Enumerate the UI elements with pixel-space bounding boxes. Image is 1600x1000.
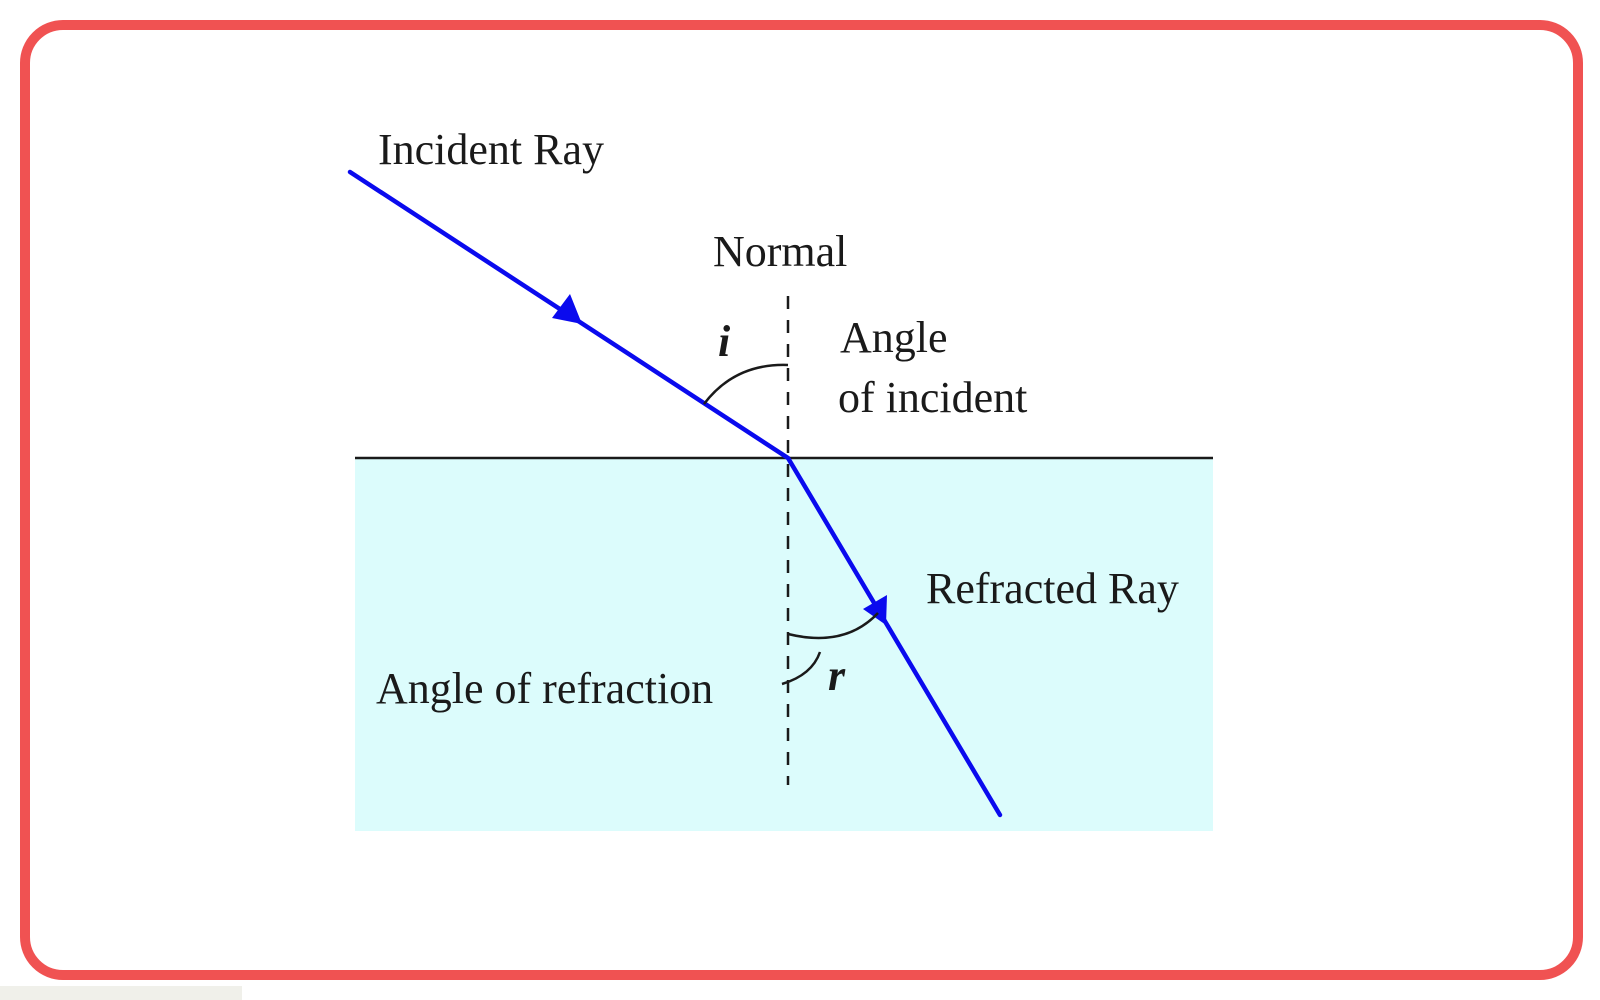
refracted-ray-label: Refracted Ray [926,564,1179,613]
angle-i-symbol: i [718,317,731,366]
refracted-ray [785,455,1003,818]
angle-of-incident-label-line1: Angle [840,313,948,362]
angle-of-incident-label-line2: of incident [838,373,1027,422]
angle-r-symbol: r [828,651,846,700]
corner-strip [0,986,242,1000]
medium-region [355,458,1213,831]
angle-of-incidence-arc [703,363,789,405]
normal-label: Normal [713,227,847,276]
refracted-ray-arrowhead [863,595,887,625]
angle-of-refraction-arc [787,612,879,640]
incident-ray-arrowhead [552,294,582,324]
angle-of-refraction-pointer [781,651,822,686]
incident-ray-label: Incident Ray [378,125,604,174]
angle-of-refraction-label: Angle of refraction [376,664,713,713]
